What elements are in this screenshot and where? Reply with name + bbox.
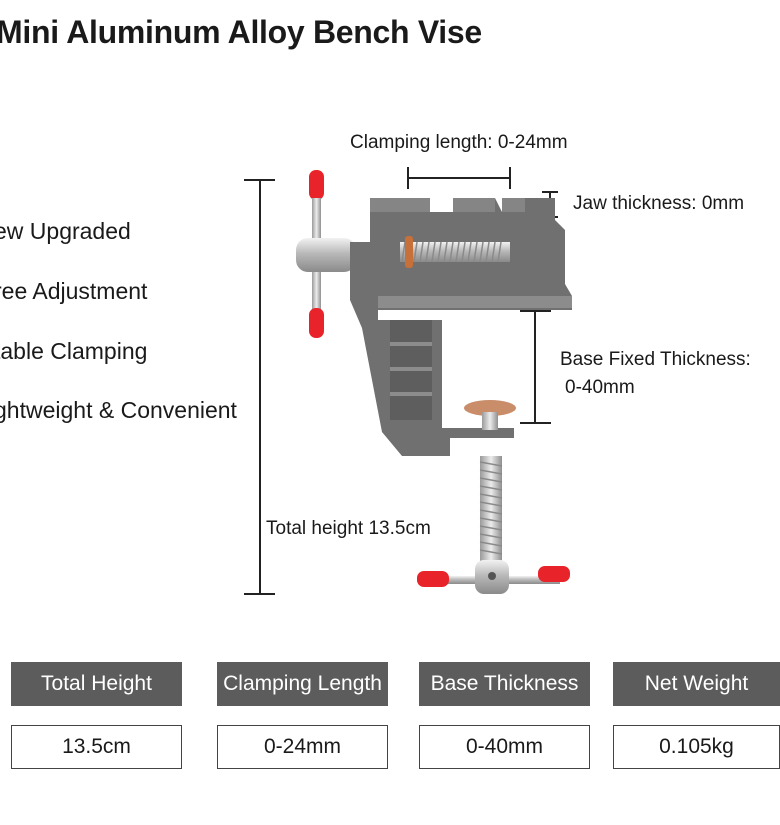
feature-lightweight: ghtweight & Convenient [0,397,237,423]
clamp-pad-stem [482,412,498,430]
total-height-line [259,179,261,595]
feature-clamping: table Clamping [0,338,148,364]
bottom-handle-hub-hole [488,572,496,580]
spec-header-base-thickness: Base Thickness [419,662,590,706]
spec-header-clamping-length: Clamping Length [217,662,388,706]
frame-rib-3 [390,392,432,396]
bottom-handle-tip-left [417,571,449,587]
fixed-jaw [370,198,430,212]
spec-header-net-weight: Net Weight [613,662,780,706]
clamping-length-right-tick [509,167,511,189]
feature-adjustment: ree Adjustment [0,278,148,304]
total-height-bottom-tick [244,593,275,595]
spec-value-net-weight: 0.105kg [613,725,780,769]
clamping-length-label: Clamping length: 0-24mm [350,132,568,153]
vise-body [350,198,572,456]
spec-value-clamping-length: 0-24mm [217,725,388,769]
moving-jaw-right [502,198,525,212]
moving-jaw-left [453,198,495,212]
vise-rail [378,296,572,308]
copper-spring [405,236,413,268]
top-handle-tip-lower [309,308,324,338]
base-thickness-label-line2: 0-40mm [565,377,635,398]
total-height-label: Total height 13.5cm [266,518,431,539]
bench-vise-illustration [296,170,572,594]
spec-value-base-thickness: 0-40mm [419,725,590,769]
top-handle-hub [296,238,356,272]
clamping-length-line [408,177,510,179]
clamping-length-left-tick [407,167,409,189]
spec-header-total-height: Total Height [11,662,182,706]
frame-rib-2 [390,367,432,371]
base-thickness-bottom-tick [520,422,551,424]
jaw-thickness-label: Jaw thickness: 0mm [573,193,745,214]
base-thickness-line [534,310,536,424]
bottom-handle-tip-right [538,566,570,582]
page-title: Mini Aluminum Alloy Bench Vise [0,14,482,50]
spec-value-total-height: 13.5cm [11,725,182,769]
base-thickness-label-line1: Base Fixed Thickness: [560,349,751,370]
clamp-pad [464,400,516,416]
feature-upgraded: ew Upgraded [0,218,131,244]
clamp-screw-threads [479,461,503,555]
top-handle-tip-upper [309,170,324,200]
frame-rib-1 [390,342,432,346]
